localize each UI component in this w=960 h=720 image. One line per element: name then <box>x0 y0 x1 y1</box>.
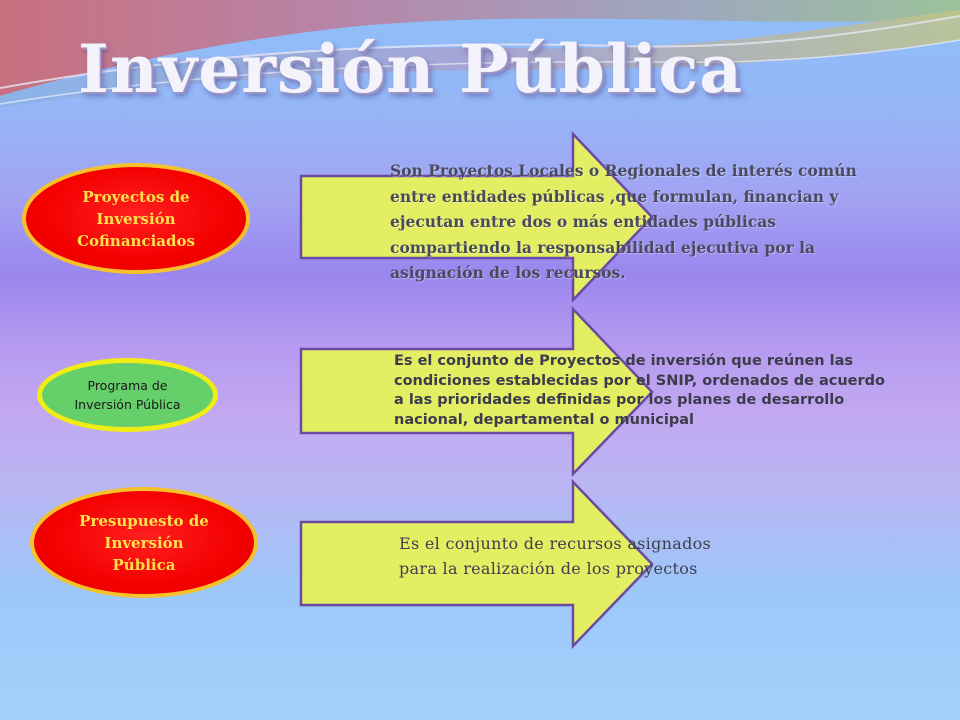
oval-label-line: Inversión <box>104 533 184 552</box>
oval-label-line: Inversión Pública <box>74 397 181 412</box>
decorative-top-band <box>0 0 960 108</box>
oval-label-line: Presupuesto de <box>79 511 209 530</box>
oval-label: Presupuesto de Inversión Pública <box>79 510 209 576</box>
label-oval-programa-inversion: Programa de Inversión Pública <box>37 358 218 432</box>
oval-label: Proyectos de Inversión Cofinanciados <box>77 186 195 252</box>
page-title: Inversión Pública <box>78 30 744 108</box>
description-proyectos-cofinanciados: Son Proyectos Locales o Regionales de in… <box>390 161 857 282</box>
description-programa-inversion: Es el conjunto de Proyectos de inversión… <box>394 353 885 428</box>
description-presupuesto-inversion: Es el conjunto de recursos asignados par… <box>399 534 712 578</box>
label-oval-presupuesto-inversion: Presupuesto de Inversión Pública <box>30 487 258 598</box>
oval-label-line: Programa de <box>87 378 168 393</box>
oval-label: Programa de Inversión Pública <box>74 376 180 414</box>
oval-label-line: Inversión <box>96 209 176 228</box>
oval-label-line: Proyectos de <box>82 187 190 206</box>
label-oval-proyectos-cofinanciados: Proyectos de Inversión Cofinanciados <box>22 163 250 274</box>
oval-label-line: Cofinanciados <box>77 231 195 250</box>
oval-label-line: Pública <box>112 555 176 574</box>
